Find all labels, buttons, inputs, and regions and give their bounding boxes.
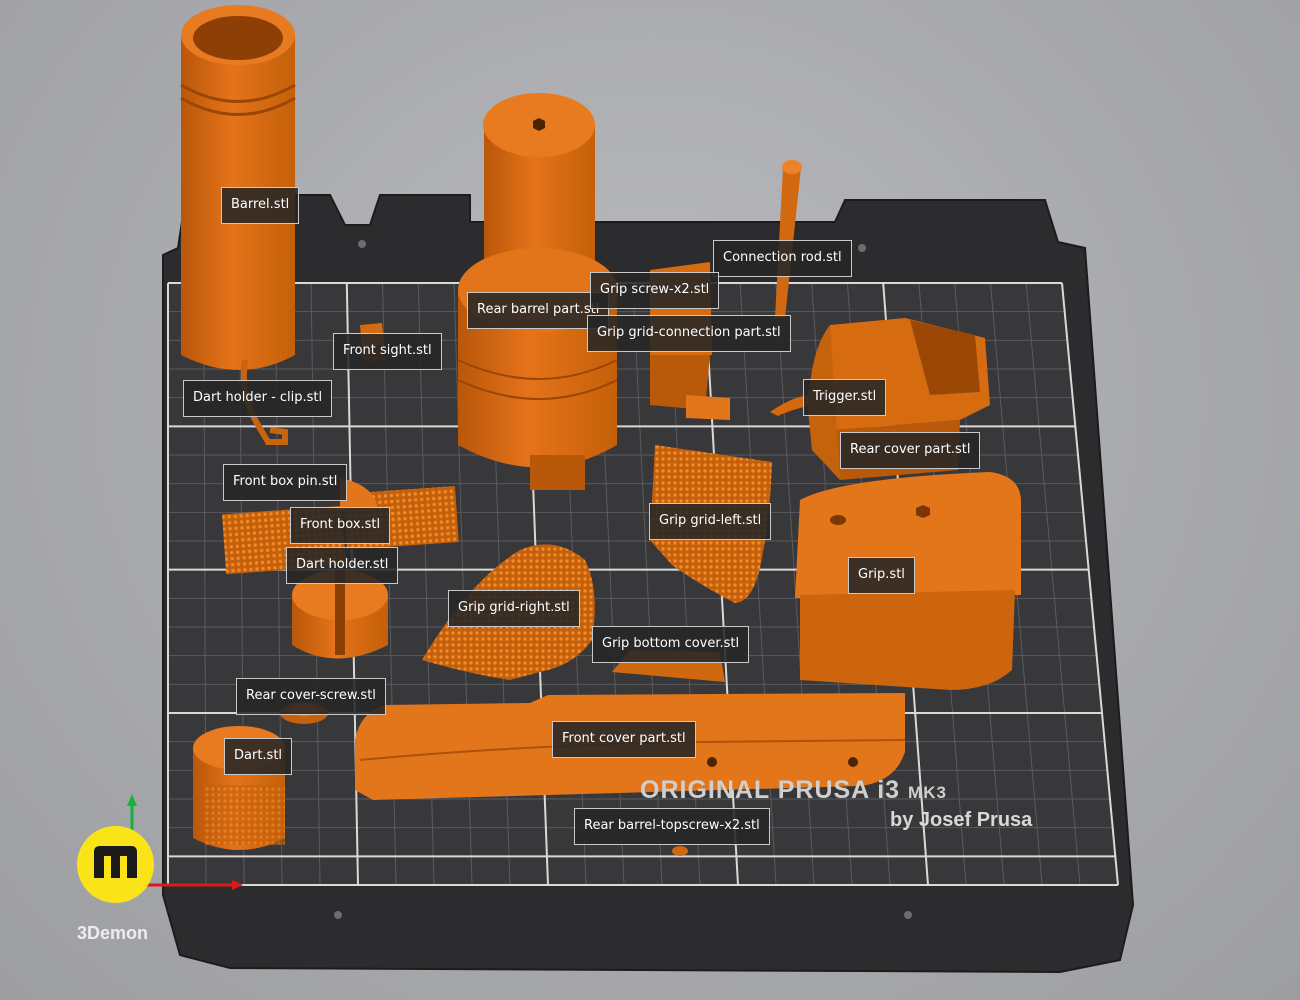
rear-barrel-topscrew-model bbox=[672, 846, 688, 856]
grid-line-vertical bbox=[1025, 282, 1081, 886]
object-label-trigger[interactable]: Trigger.stl bbox=[803, 379, 887, 416]
object-label-grip-grid-right[interactable]: Grip grid-right.stl bbox=[448, 590, 580, 627]
object-label-barrel[interactable]: Barrel.stl bbox=[221, 187, 300, 224]
object-label-dart[interactable]: Dart.stl bbox=[224, 738, 293, 775]
object-label-dart-holder-clip[interactable]: Dart holder - clip.stl bbox=[183, 380, 333, 417]
3demon-m-icon bbox=[94, 846, 137, 878]
object-label-grip-screw[interactable]: Grip screw-x2.stl bbox=[590, 272, 720, 309]
bed-mount-holes bbox=[334, 240, 912, 919]
object-label-front-sight[interactable]: Front sight.stl bbox=[333, 333, 442, 370]
object-label-grip[interactable]: Grip.stl bbox=[848, 557, 915, 594]
bed-brand-title: ORIGINAL PRUSA i3 MK3 bbox=[640, 776, 947, 804]
object-label-front-box-pin[interactable]: Front box pin.stl bbox=[223, 464, 348, 501]
object-label-grip-grid-connection-part[interactable]: Grip grid-connection part.stl bbox=[587, 315, 791, 352]
object-label-front-cover-part[interactable]: Front cover part.stl bbox=[552, 721, 696, 758]
grid-line-vertical bbox=[1061, 282, 1119, 886]
rear-barrel-part-model bbox=[457, 93, 618, 490]
object-label-front-box[interactable]: Front box.stl bbox=[290, 507, 391, 544]
object-label-rear-barrel-part[interactable]: Rear barrel part.stl bbox=[467, 292, 610, 329]
object-label-rear-barrel-topscrew[interactable]: Rear barrel-topscrew-x2.stl bbox=[574, 808, 770, 845]
object-label-connection-rod[interactable]: Connection rod.stl bbox=[713, 240, 852, 277]
object-label-grip-grid-left[interactable]: Grip grid-left.stl bbox=[649, 503, 772, 540]
object-label-rear-cover-part[interactable]: Rear cover part.stl bbox=[840, 432, 981, 469]
object-label-grip-bottom-cover[interactable]: Grip bottom cover.stl bbox=[592, 626, 750, 663]
3demon-logo bbox=[77, 826, 154, 903]
3demon-logo-text: 3Demon bbox=[77, 923, 149, 943]
bed-brand-subtitle: by Josef Prusa bbox=[890, 809, 1033, 831]
object-label-rear-cover-screw[interactable]: Rear cover-screw.stl bbox=[236, 678, 386, 715]
trigger-model bbox=[770, 395, 812, 416]
object-label-dart-holder[interactable]: Dart holder.stl bbox=[286, 547, 399, 584]
